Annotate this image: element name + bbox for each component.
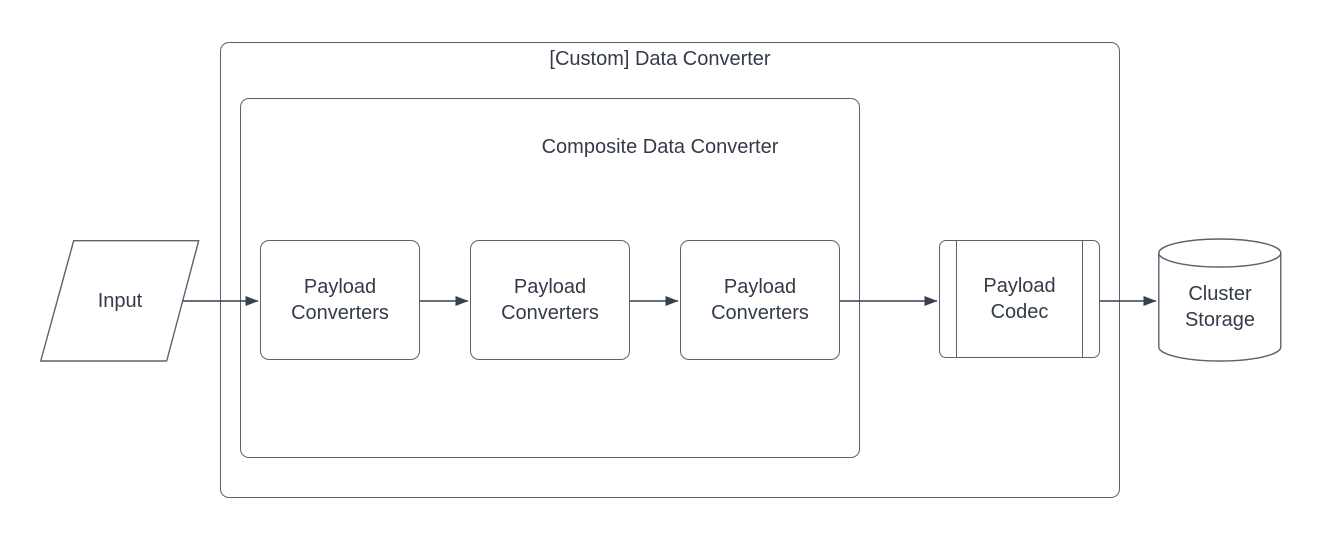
composite-data-converter-title: Composite Data Converter <box>541 136 779 158</box>
node-cluster-storage: Cluster Storage <box>1158 238 1282 362</box>
node-payload-converters-1-label: Payload Converters <box>291 276 389 324</box>
custom-data-converter-container <box>220 42 1120 498</box>
node-payload-converters-2: Payload Converters <box>470 240 630 360</box>
composite-data-converter-container <box>240 98 860 458</box>
node-payload-codec: Payload Codec <box>939 240 1100 358</box>
cylinder-shape <box>1158 238 1282 362</box>
node-payload-converters-3-label: Payload Converters <box>711 276 809 324</box>
node-cluster-storage-label: Cluster Storage <box>1184 283 1256 331</box>
custom-data-converter-title: [Custom] Data Converter <box>549 48 771 70</box>
node-input: Input <box>40 240 200 362</box>
node-payload-converters-3: Payload Converters <box>680 240 840 360</box>
node-payload-converters-2-label: Payload Converters <box>501 276 599 324</box>
parallelogram-shape <box>40 240 200 362</box>
node-payload-codec-label: Payload Codec <box>983 275 1056 323</box>
node-input-label: Input <box>97 290 143 312</box>
node-payload-converters-1: Payload Converters <box>260 240 420 360</box>
